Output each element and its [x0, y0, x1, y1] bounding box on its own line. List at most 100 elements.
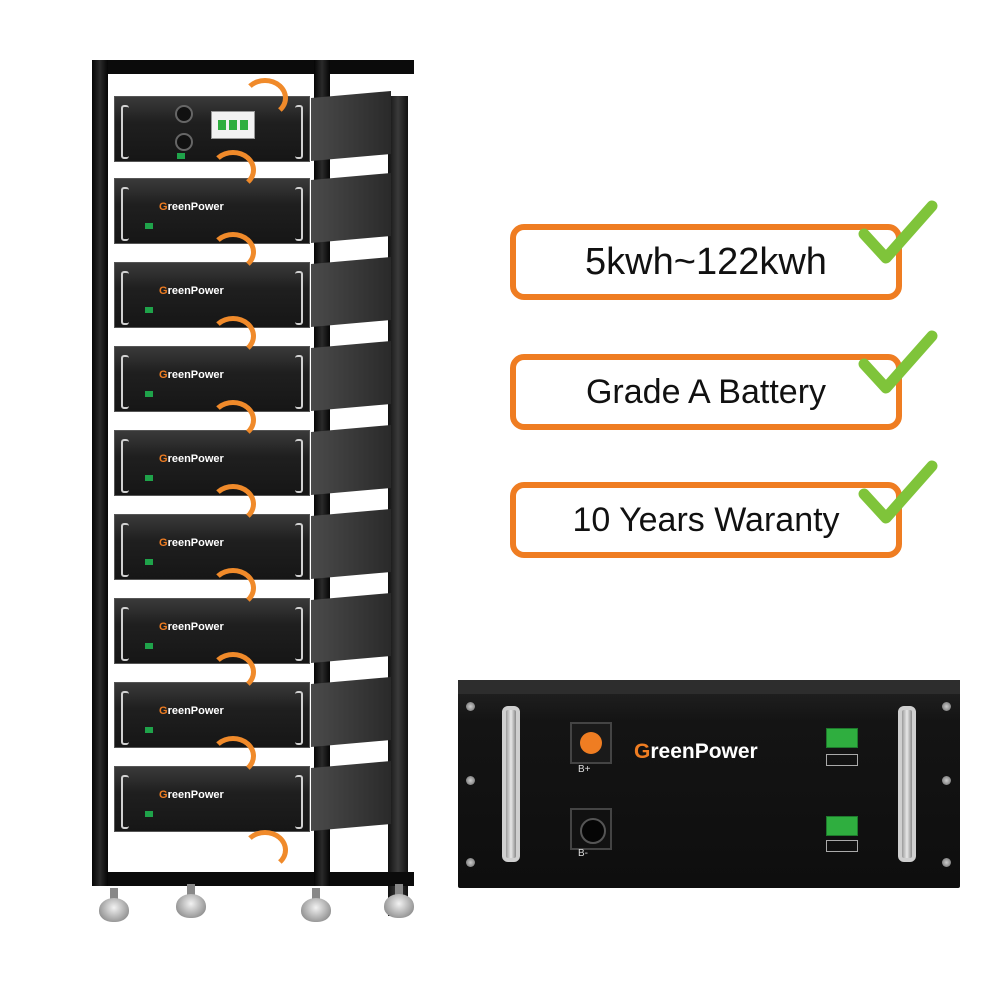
green-terminal: [177, 153, 185, 159]
rack-left-post: [92, 60, 108, 886]
module-handle: [121, 355, 129, 409]
module-side: [311, 509, 391, 579]
orange-cable: [242, 830, 288, 870]
feature-warranty: 10 Years Waranty: [510, 482, 902, 558]
module-handle: [121, 691, 129, 745]
rack-foot-stem: [187, 884, 195, 898]
rack-foot: [384, 894, 414, 918]
battery-handle: [502, 706, 520, 862]
orange-cable: [210, 568, 256, 608]
feature-capacity-text: 5kwh~122kwh: [585, 240, 827, 283]
orange-cable: [210, 232, 256, 272]
module-logo: GreenPower: [159, 453, 224, 465]
battery-handle: [898, 706, 916, 862]
module-handle: [121, 523, 129, 577]
module-logo: GreenPower: [159, 201, 224, 213]
green-terminal: [145, 643, 153, 649]
screw: [466, 702, 475, 711]
module-logo: GreenPower: [159, 621, 224, 633]
orange-cable: [210, 400, 256, 440]
module-handle: [121, 105, 129, 159]
module-handle: [295, 775, 303, 829]
orange-cable: [242, 78, 288, 118]
battery-top-edge: [458, 680, 960, 694]
module-handle: [295, 691, 303, 745]
module-handle: [295, 355, 303, 409]
module-handle: [121, 271, 129, 325]
module-side: [311, 593, 391, 663]
module-side: [311, 91, 391, 161]
module-logo: GreenPower: [159, 705, 224, 717]
orange-cable: [210, 736, 256, 776]
negative-label: B-: [578, 848, 588, 859]
feature-warranty-text: 10 Years Waranty: [572, 500, 840, 539]
feature-capacity: 5kwh~122kwh: [510, 224, 902, 300]
module-side: [311, 677, 391, 747]
module-handle: [295, 439, 303, 493]
screw: [942, 858, 951, 867]
module-side: [311, 257, 391, 327]
green-terminal: [145, 307, 153, 313]
orange-cable: [210, 316, 256, 356]
check-icon: [858, 200, 938, 264]
screw: [466, 858, 475, 867]
comm-port: [826, 816, 858, 836]
green-terminal: [145, 727, 153, 733]
battery-rack: GreenPower GreenPower GreenPower GreenPo…: [92, 60, 414, 916]
rack-foot-stem: [312, 888, 320, 902]
rack-back-post: [388, 96, 408, 916]
module-side: [311, 761, 391, 831]
module-logo: GreenPower: [159, 789, 224, 801]
feature-grade-text: Grade A Battery: [585, 372, 827, 411]
module-handle: [295, 187, 303, 241]
battery-module: GreenPower: [114, 509, 391, 580]
battery-module: GreenPower: [114, 593, 391, 664]
rack-foot: [99, 898, 129, 922]
battery-module: GreenPower: [114, 173, 391, 244]
negative-terminal: [570, 808, 612, 850]
module-handle: [121, 439, 129, 493]
module-logo: GreenPower: [159, 369, 224, 381]
circuit-breaker: [211, 111, 255, 139]
port-label: [826, 840, 858, 852]
module-handle: [295, 523, 303, 577]
feature-grade: Grade A Battery: [510, 354, 902, 430]
rack-foot-stem: [395, 884, 403, 898]
module-side: [311, 425, 391, 495]
green-terminal: [145, 475, 153, 481]
rack-bottom-beam: [92, 872, 414, 886]
module-logo: GreenPower: [159, 537, 224, 549]
module-side: [311, 341, 391, 411]
positive-terminal: [570, 722, 612, 764]
orange-cable: [210, 652, 256, 692]
battery-module: GreenPower: [114, 341, 391, 412]
check-icon: [858, 460, 938, 524]
control-knob: [175, 133, 193, 151]
orange-cable: [210, 150, 256, 190]
module-handle: [295, 105, 303, 159]
battery-module: GreenPower: [114, 425, 391, 496]
green-terminal: [145, 223, 153, 229]
module-handle: [121, 607, 129, 661]
rack-foot-stem: [110, 888, 118, 902]
battery-module: GreenPower: [114, 257, 391, 328]
battery-module-front: B+ B- GreenPower: [458, 680, 960, 888]
module-side: [311, 173, 391, 243]
battery-module: GreenPower: [114, 677, 391, 748]
green-terminal: [145, 391, 153, 397]
screw: [942, 776, 951, 785]
battery-logo: GreenPower: [634, 740, 758, 763]
module-logo: GreenPower: [159, 285, 224, 297]
screw: [466, 776, 475, 785]
green-terminal: [145, 559, 153, 565]
positive-label: B+: [578, 764, 591, 775]
rack-top-beam: [92, 60, 414, 74]
module-handle: [121, 187, 129, 241]
rack-foot: [176, 894, 206, 918]
module-handle: [295, 607, 303, 661]
orange-cable: [210, 484, 256, 524]
control-knob: [175, 105, 193, 123]
module-handle: [295, 271, 303, 325]
green-terminal: [145, 811, 153, 817]
rack-foot: [301, 898, 331, 922]
